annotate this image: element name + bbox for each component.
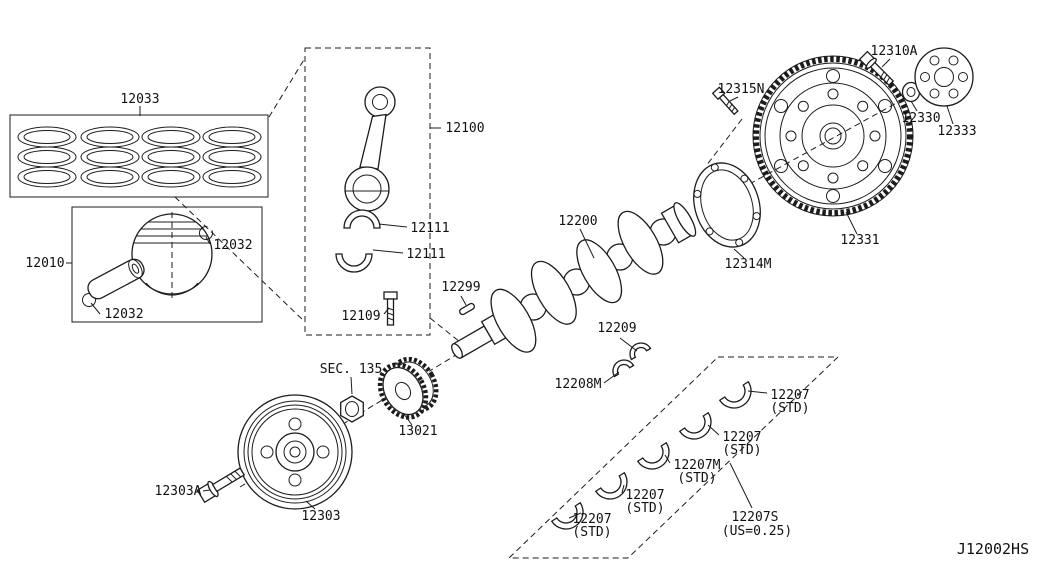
label-piston: 12010 <box>25 256 64 271</box>
leader-lines <box>66 58 954 519</box>
label-pulley-bolt: 12303A <box>155 484 202 499</box>
piston-rings-box <box>9 114 269 198</box>
pulley-bolt <box>196 467 246 504</box>
label-crankshaft-key: 12299 <box>441 280 480 295</box>
ring-set <box>80 126 140 188</box>
flywheel-bolt <box>858 50 895 87</box>
main-bearing-set-outline <box>507 356 840 559</box>
part-labels: 12033 12100 12310A 12315N 12330 12333 12… <box>25 44 1029 558</box>
label-thrust-upper: 12209 <box>597 321 636 336</box>
label-main-bearing-middle-grade: (STD) <box>677 471 716 486</box>
connecting-rod <box>344 86 396 212</box>
woodruff-key <box>459 302 475 316</box>
label-flywheel-washer: 12330 <box>901 111 940 126</box>
label-main-bearing-second-grade: (STD) <box>722 443 761 458</box>
label-rod-bearing-lower: 12111 <box>406 247 445 262</box>
label-main-bearing-bottom-grade: (STD) <box>572 525 611 540</box>
piston <box>131 212 213 298</box>
flywheel-end-plate <box>914 47 974 107</box>
crank-sprocket <box>377 356 439 420</box>
snap-ring <box>82 293 96 307</box>
label-thrust-lower: 12208M <box>555 377 602 392</box>
label-crankshaft: 12200 <box>558 214 597 229</box>
label-snap-ring-bottom: 12032 <box>104 307 143 322</box>
ring-set <box>202 126 262 188</box>
connecting-rod-box <box>304 47 431 336</box>
label-rod-bearing-upper: 12111 <box>410 221 449 236</box>
diagram-code: J12002HS <box>957 540 1029 558</box>
label-snap-ring-top: 12032 <box>213 238 252 253</box>
label-piston-ring-set: 12033 <box>120 92 159 107</box>
hex-nut <box>340 395 364 423</box>
main-bearing-shell <box>718 380 752 409</box>
main-bearing-shell <box>678 411 712 440</box>
rod-bearing-shell-lower <box>335 253 373 273</box>
backing-plate <box>693 162 761 248</box>
crank-pulley <box>237 394 353 510</box>
label-flywheel-bolt: 12310A <box>871 44 918 59</box>
thrust-washer-upper <box>629 342 652 361</box>
label-main-bearing-fourth: 12207 <box>625 488 664 503</box>
pilot-bolt <box>711 86 739 116</box>
flywheel <box>752 55 914 217</box>
rod-bolt <box>383 291 398 326</box>
label-main-bearing-set-size: (US=0.25) <box>722 524 792 539</box>
label-flywheel-plate: 12333 <box>937 124 976 139</box>
snap-ring <box>199 226 213 240</box>
main-bearing-shell <box>594 471 628 500</box>
label-main-bearing-set: 12207S <box>732 510 779 525</box>
label-crank-pulley: 12303 <box>301 509 340 524</box>
label-crank-sprocket: 13021 <box>398 424 437 439</box>
thrust-washer-lower <box>612 359 635 378</box>
ring-set <box>141 126 201 188</box>
label-main-bearing-top-grade: (STD) <box>770 401 809 416</box>
piston-pin <box>87 258 145 300</box>
label-main-bearing-bottom: 12207 <box>572 512 611 527</box>
main-bearing-shell <box>636 441 670 470</box>
label-connecting-rod: 12100 <box>445 121 484 136</box>
label-main-bearing-fourth-grade: (STD) <box>625 501 664 516</box>
label-backing-plate: 12314M <box>725 257 772 272</box>
label-rod-bolt: 12109 <box>341 309 380 324</box>
label-section-reference: SEC. 135 <box>320 362 383 377</box>
main-bearing-shell <box>550 501 584 530</box>
label-flywheel: 12331 <box>840 233 879 248</box>
label-main-bearing-second: 12207 <box>722 430 761 445</box>
ring-set <box>17 126 77 188</box>
crankshaft <box>451 202 697 359</box>
label-main-bearing-middle: 12207M <box>674 458 721 473</box>
piston-box <box>71 206 263 323</box>
rod-bearing-shell-upper <box>343 209 381 229</box>
label-main-bearing-top: 12207 <box>770 388 809 403</box>
label-pilot-bolt: 12315N <box>718 82 765 97</box>
